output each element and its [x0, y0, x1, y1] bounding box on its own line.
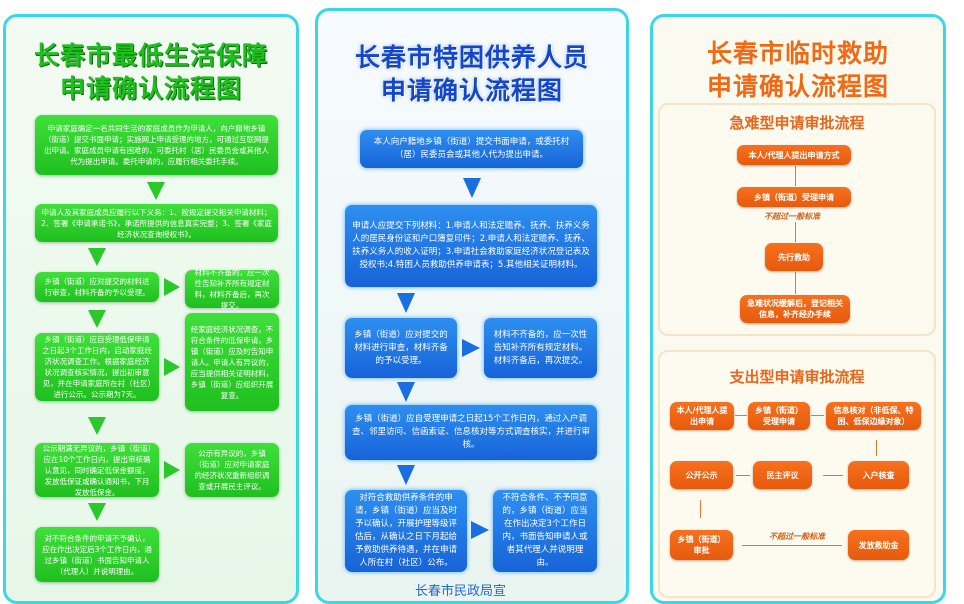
panel-title: 长春市特困供养人员申请确认流程图 [318, 41, 626, 107]
connector-line [736, 475, 750, 476]
emergency-title: 急难型申请审批流程 [729, 114, 865, 132]
connector-line [823, 475, 843, 476]
footer-issuer: 长春市民政局宣 [415, 584, 507, 599]
flow-step-side: 经家庭经济状况调查，不符合条件的低保申请，乡镇（街道）应及时告知申请人。申请人有… [185, 313, 279, 411]
flow-step: 公示期满无异议的，乡镇（街道）应在10个工作日内，提出审核确认意见，同时确定低保… [35, 443, 159, 497]
flow-step: 乡镇（街道）应自受理低保申请之日起3个工作日内，启动家庭经济状况调查工作。根据家… [35, 333, 159, 401]
arrow-down-icon [88, 310, 106, 328]
flow-step: 乡镇（街道）受理申请 [748, 402, 810, 430]
panel-title-line2: 申请确认流程图 [380, 76, 563, 105]
flow-step: 乡镇（街道）审批 [670, 530, 733, 560]
arrow-down-icon [88, 417, 106, 435]
flow-step: 本人向户籍地乡镇（街道）提交书面申请，或委托村（居）民委员会或其他人代为提出申请… [360, 130, 583, 168]
panel-title: 长春市最低生活保障申请确认流程图 [6, 39, 296, 105]
flow-step: 本人/代理人提出申请方式 [737, 145, 851, 165]
flow-step: 申请人应提交下列材料：1.申请人和法定赡养、抚养、扶养义务人的居民身份证和户口簿… [345, 205, 597, 287]
arrow-right-icon [164, 461, 180, 479]
flow-step: 乡镇（街道）应自受理申请之日起15个工作日内，通过入户调查、邻里访问、信函索证、… [345, 405, 597, 460]
connector-line [811, 415, 824, 416]
flow-step-side: 材料不齐备的，应一次性告知补齐所有规定材料，材料齐备后，再次提交。 [185, 268, 279, 310]
arrow-down-icon [463, 178, 481, 198]
expense-title: 支出型申请审批流程 [729, 368, 865, 386]
flow-step: 对不符合条件的申请不予确认，应在作出决定后3个工作日内，通过乡镇（街道）书面告知… [35, 527, 159, 582]
flow-step: 申请家庭确定一名共同生活的家庭成员作为申请人，向户籍地乡镇（街道）提交书面申请；… [35, 115, 278, 175]
connector-line [795, 166, 796, 186]
flow-step-side: 公示有异议的，乡镇（街道）应对申请家庭的经济状况重新组织调查或开展民主评议。 [185, 443, 279, 497]
arrow-down-icon [88, 503, 106, 521]
arrow-down-icon [397, 465, 415, 485]
panel-title-line2: 申请确认流程图 [706, 72, 889, 101]
flow-step: 本人/代理人提出申请 [670, 402, 734, 430]
panel-title-line1: 长春市临时救助 [706, 39, 889, 68]
arrow-right-icon [471, 521, 489, 539]
panel-title-line1: 长春市特困供养人员 [354, 43, 589, 72]
flow-step: 先行救助 [765, 243, 823, 271]
arrow-right-icon [164, 358, 180, 376]
flow-step: 急难状况缓解后，登记相关信息，补齐经办手续 [740, 295, 850, 323]
note-label: 不超过一般标准 [764, 212, 820, 221]
flow-step: 乡镇（街道）应对提交的材料进行审查，材料齐备的予以受理。 [345, 318, 457, 378]
flow-step-side: 材料不齐备的，应一次性告知补齐所有规定材料。材料齐备后，再次提交。 [484, 318, 597, 378]
connector-line [876, 440, 877, 456]
note-label: 不超过一般标准 [769, 532, 825, 541]
connector-line [735, 415, 747, 416]
arrow-down-icon [397, 382, 415, 402]
flow-step: 乡镇（街道）受理申请 [737, 187, 851, 207]
arrow-right-icon [462, 339, 480, 357]
flow-step: 申请人及其家庭成员应履行以下义务：1、按规定提交相关申请材料；2、签署《申请承诺… [35, 204, 278, 242]
panel-title-line2: 申请确认流程图 [59, 74, 242, 103]
flow-step: 信息核对（非低保、特困、低保边缘对象） [826, 402, 921, 430]
flow-step: 对符合救助供养条件的申请，乡镇（街道）应当及时予以确认，开展护理等级评估后，从确… [345, 490, 467, 572]
flow-step: 发放救助金 [848, 530, 909, 560]
flow-step: 民主评议 [753, 461, 812, 489]
arrow-down-icon [397, 293, 415, 313]
connector-line [795, 272, 796, 294]
flow-step-side: 不符合条件、不予同意的，乡镇（街道）应当在作出决定3个工作日内，书面告知申请人或… [493, 490, 597, 572]
flow-step: 公开公示 [670, 461, 733, 489]
arrow-down-icon [147, 182, 165, 200]
flow-step: 入户核查 [848, 461, 909, 489]
panel-title-line1: 长春市最低生活保障 [33, 41, 268, 70]
panel-title: 长春市临时救助申请确认流程图 [653, 37, 943, 103]
connector-line [700, 500, 701, 518]
arrow-right-icon [164, 278, 180, 296]
arrow-down-icon [88, 248, 106, 266]
connector-line [795, 222, 796, 242]
flow-step: 乡镇（街道）应对提交的材料进行审查，材料齐备的予以受理。 [35, 272, 159, 302]
connector-line [742, 545, 842, 546]
panel-minimum-living: 长春市最低生活保障申请确认流程图 [3, 14, 299, 604]
